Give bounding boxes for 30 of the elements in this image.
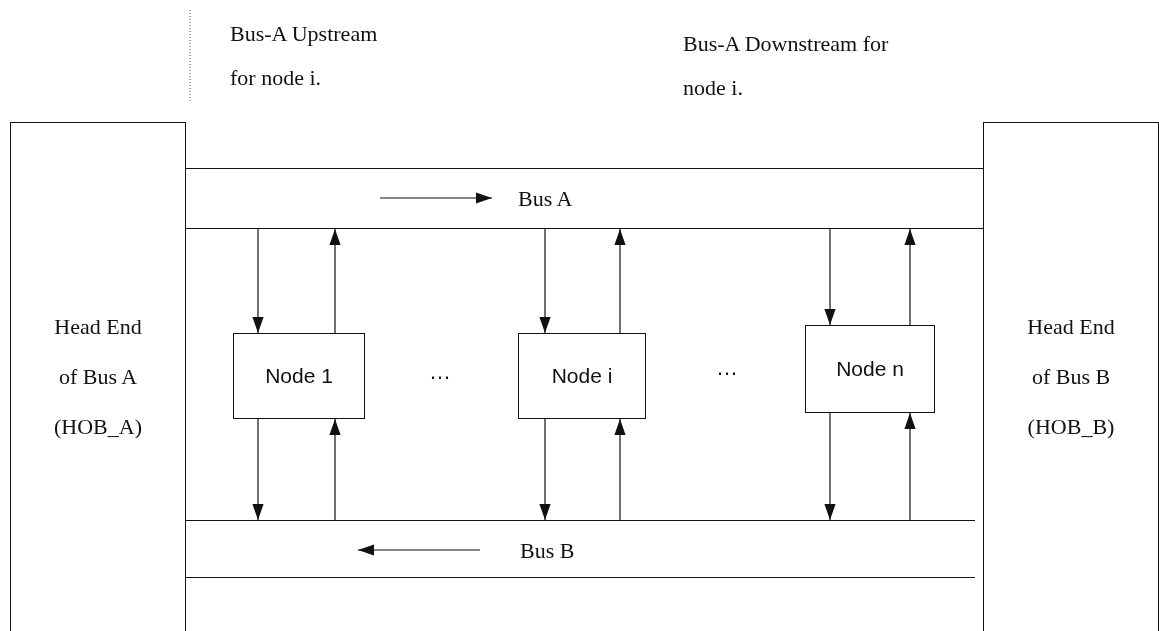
node-label: Node i [551,364,613,388]
arrow [904,412,916,521]
head-end-box [983,122,1159,631]
arrow [614,418,626,521]
arrow [824,228,836,326]
node-label: Bus B [520,537,575,565]
arrow [252,418,264,521]
arrow [614,228,626,334]
annotation-text: Bus-A Upstream for node i. [230,20,379,92]
node-box [233,333,365,419]
arrow [252,228,264,334]
node-label: Node 1 [265,364,333,388]
node-label: Node n [836,357,904,381]
annotation-text: Bus-A Downstream for node i. [683,30,890,102]
arrow [329,228,341,334]
arrow [904,228,916,326]
arrow [539,418,551,521]
arrow [329,418,341,521]
head-end-box [10,122,186,631]
node-label: Bus A [518,185,573,213]
node-label: Head End of Bus B (HOB_B) [1026,313,1116,441]
node-box [805,325,935,413]
node-label: Head End of Bus A (HOB_A) [53,313,143,441]
bus-band [185,520,975,578]
arrow [824,412,836,521]
ellipsis-text: … [428,358,452,386]
ellipsis-text: … [715,354,739,382]
bus-band [185,168,983,229]
node-box [518,333,646,419]
arrow [539,228,551,334]
